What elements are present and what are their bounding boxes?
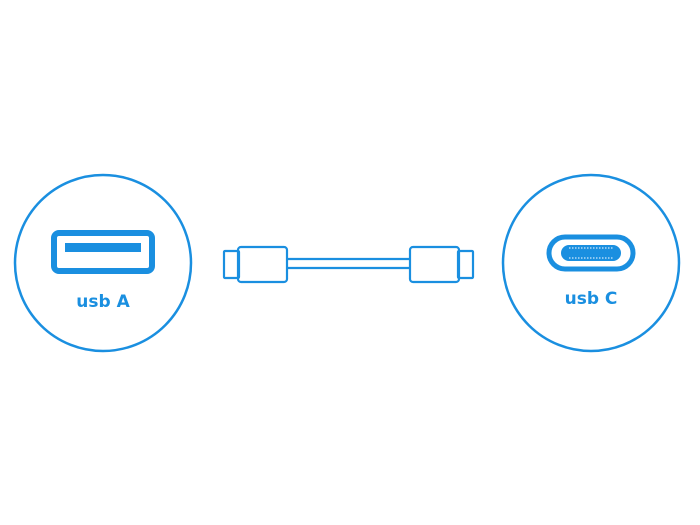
usb-a-circle — [13, 173, 193, 353]
usb-c-port-icon — [546, 234, 636, 272]
usb-cable-icon — [222, 245, 475, 284]
usb-a-label: usb A — [76, 292, 130, 312]
usb-a-port-icon — [51, 230, 155, 274]
usb-c-label: usb C — [564, 289, 618, 309]
usb-c-circle — [501, 173, 681, 353]
